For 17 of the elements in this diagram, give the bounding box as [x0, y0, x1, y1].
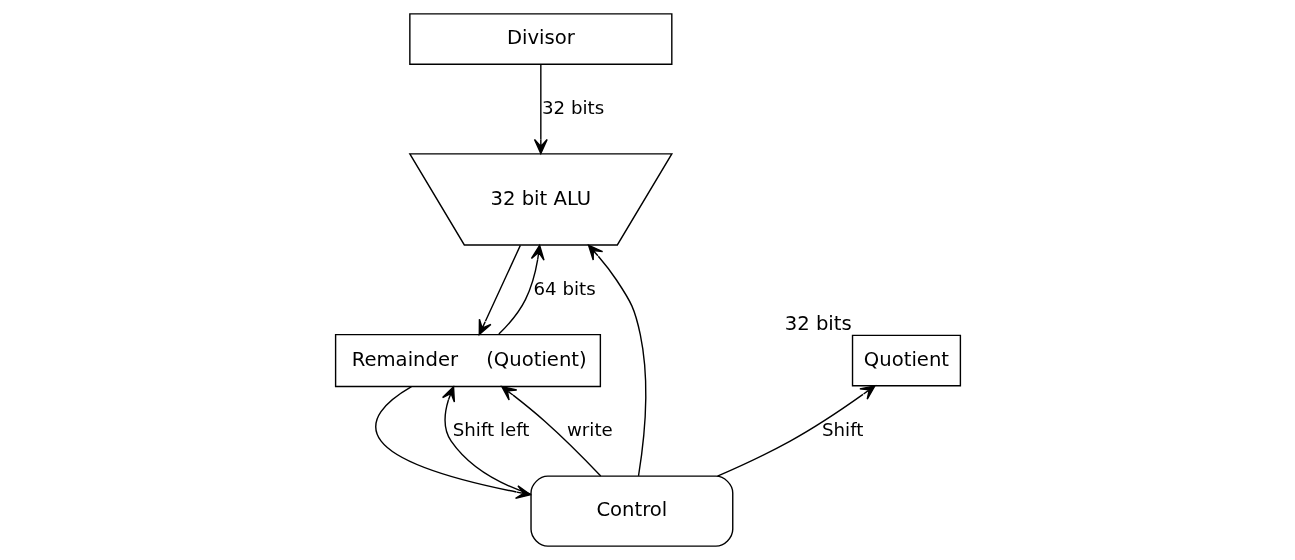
edge-label: Shift — [821, 419, 863, 441]
edge-label: 64 bits — [533, 277, 596, 299]
arrow — [716, 385, 876, 477]
node-box: Control — [529, 475, 733, 547]
edge-label: Shift left — [452, 419, 529, 441]
node-box: Remainder (Quotient) — [334, 333, 601, 388]
arrow — [533, 63, 548, 155]
edge-label: write — [566, 419, 613, 441]
arrow — [478, 244, 521, 336]
node-box: Divisor — [408, 13, 672, 65]
arrow — [500, 385, 601, 477]
node-label: 32 bits — [784, 312, 852, 336]
arrow — [497, 244, 545, 335]
node-box: Quotient — [851, 334, 961, 387]
edge-label: 32 bits — [541, 96, 604, 118]
arrow — [441, 386, 531, 495]
arrow — [587, 244, 646, 477]
